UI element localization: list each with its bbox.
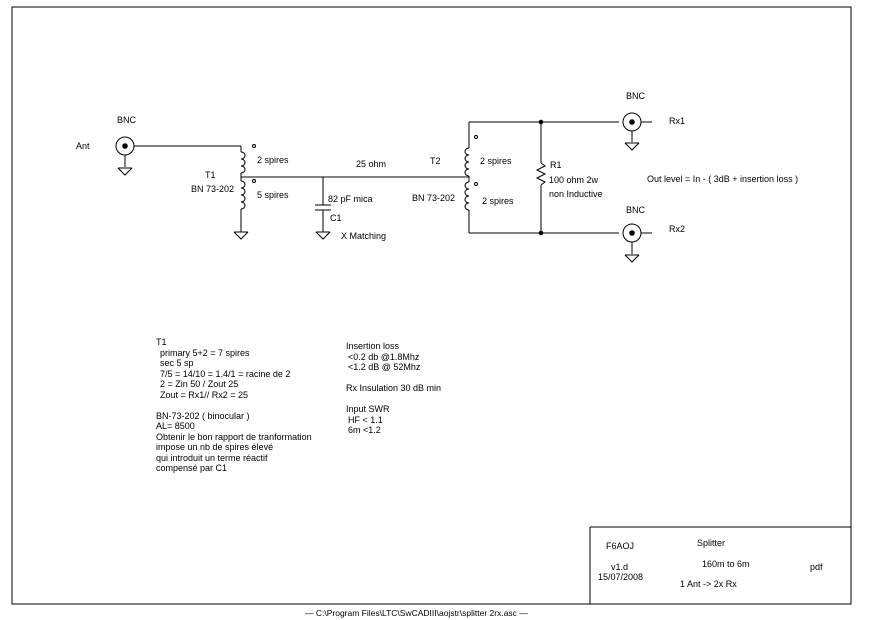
notes-mid-line: HF < 1.1 [348, 414, 383, 425]
label-bnc-rx2: BNC [626, 205, 646, 215]
notes-left-line: BN-73-202 ( binocular ) [156, 410, 250, 421]
notes-left-line: impose un nb de spires élevé [156, 442, 274, 452]
label-ant: Ant [76, 141, 90, 151]
title-range: 160m to 6m [702, 559, 750, 569]
notes-mid-line: 6m <1.2 [348, 425, 381, 435]
notes-mid-line: Input SWR [346, 404, 390, 414]
notes-left-line [156, 400, 312, 411]
t1-secondary-coil-icon [240, 180, 246, 210]
label-c1-value: 82 pF mica [328, 194, 373, 204]
label-t2-top: 2 spires [480, 156, 512, 166]
t2-phase-dot-icon [474, 135, 478, 139]
label-t2: T2 [430, 156, 441, 166]
label-bnc-rx1: BNC [626, 91, 646, 101]
t1-phase-dot-icon [252, 179, 256, 183]
capacitor-c1-icon [315, 177, 331, 240]
notes-mid-line: Insertion loss [346, 341, 400, 351]
notes-left-line: qui introduit un terme réactif [156, 452, 268, 463]
t1-phase-dot-icon [252, 144, 256, 148]
notes-left-line: Obtenir le bon rapport de tranformation [156, 431, 312, 442]
t2-lower-coil-icon [464, 181, 470, 211]
title-date: 15/07/2008 [598, 572, 644, 582]
notes-left-line: sec 5 sp [160, 358, 194, 368]
label-t2-core: BN 73-202 [412, 193, 456, 203]
resistor-r1-icon [535, 122, 547, 233]
bnc-connector-rx2-icon [622, 223, 642, 263]
notes-left-line: primary 5+2 = 7 spires [160, 347, 250, 358]
ground-t1-icon [233, 231, 249, 240]
notes-left-line: 7/5 = 14/10 = 1.4/1 = racine de 2 [160, 368, 291, 379]
notes-left-line: compensé par C1 [156, 463, 228, 473]
title-desc: 1 Ant -> 2x Rx [680, 579, 737, 589]
label-t1-core: BN 73-202 [191, 184, 235, 194]
bnc-connector-ant-icon [115, 136, 135, 176]
label-bnc-ant: BNC [117, 115, 137, 125]
label-out-level: Out level = In - ( 3dB + insertion loss … [647, 174, 799, 184]
footer-file-path: — C:\Program Files\LTC\SwCADIII\aojstr\s… [305, 608, 528, 618]
title-block-frame [589, 526, 851, 604]
notes-mid: Insertion loss <0.2 db @1.8Mhz <1.2 dB @… [346, 341, 441, 436]
sheet-border [11, 6, 852, 605]
label-r1: R1 [550, 160, 562, 170]
label-c1: C1 [330, 213, 342, 223]
label-line-impedance: 25 ohm [356, 159, 387, 169]
title-author: F6AOJ [606, 541, 635, 551]
label-t2-bottom: 2 spires [482, 196, 514, 206]
t2-upper-coil-icon [464, 147, 470, 177]
notes-left-line: Zout = Rx1// Rx2 = 25 [160, 389, 249, 400]
title-version: v1.d [611, 562, 629, 572]
notes-left-line: AL= 8500 [156, 421, 195, 431]
label-r1-value: 100 ohm 2w [549, 175, 599, 185]
t2-phase-dot-icon [474, 182, 478, 186]
notes-mid-line: Rx Insulation 30 dB min [346, 383, 442, 393]
notes-mid-line: <0.2 db @1.8Mhz [348, 351, 420, 362]
notes-mid-line [346, 394, 441, 405]
notes-mid-line [346, 373, 441, 384]
label-c1-note: X Matching [341, 231, 387, 241]
bnc-connector-rx1-icon [622, 112, 642, 151]
notes-mid-line: <1.2 dB @ 52Mhz [348, 362, 421, 372]
label-rx2: Rx2 [669, 224, 686, 234]
notes-left-line: T1 [156, 337, 167, 347]
notes-left: T1 primary 5+2 = 7 spires sec 5 sp 7/5 =… [156, 337, 312, 474]
title-name: Splitter [697, 538, 726, 548]
notes-left-line: 2 = Zin 50 / Zout 25 [160, 379, 239, 389]
label-t1-primary: 2 spires [257, 155, 289, 165]
label-rx1: Rx1 [669, 116, 686, 126]
label-r1-note: non Inductive [549, 189, 603, 199]
title-format: pdf [810, 562, 823, 572]
label-t1-secondary: 5 spires [257, 190, 289, 200]
t1-primary-coil-icon [240, 151, 246, 174]
label-t1: T1 [205, 170, 216, 180]
